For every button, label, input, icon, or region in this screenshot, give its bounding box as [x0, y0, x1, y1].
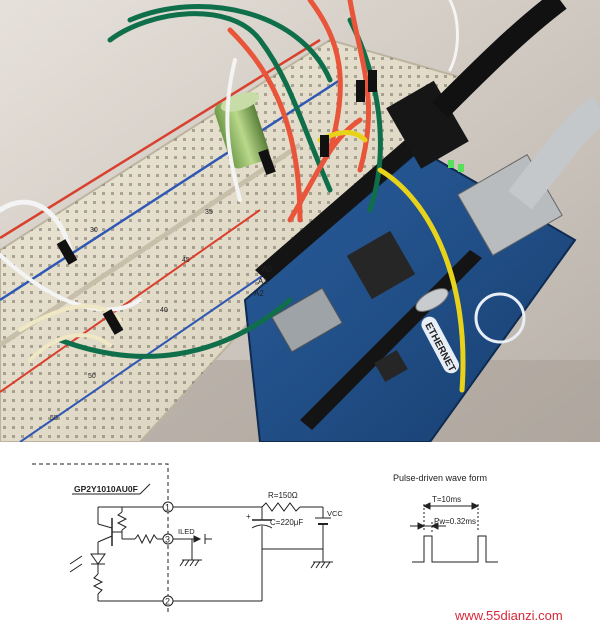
pin-1-label: 1 [165, 503, 170, 513]
watermark: www.55dianzi.com [454, 608, 563, 623]
wire-connector [320, 135, 329, 157]
resistor-value-label: R=150Ω [268, 491, 298, 500]
crystal [415, 288, 449, 312]
capacitor-plate-curved [251, 524, 273, 529]
wire-connector [356, 80, 365, 102]
waveform-title: Pulse-driven wave form [393, 473, 487, 483]
row-number: 40 [160, 307, 168, 314]
resistor-bottom [92, 573, 104, 595]
plus-sign: + [246, 512, 251, 521]
resistor-internal [116, 511, 128, 531]
status-led [458, 164, 464, 172]
ethernet-cable [508, 96, 600, 210]
row-number: 45 [182, 257, 190, 264]
resistor-r [261, 502, 301, 512]
mcu-chip [346, 230, 416, 300]
pin-label: A2 [254, 289, 264, 298]
wire-connector [368, 70, 377, 92]
small-chip [374, 349, 408, 383]
center-channel [0, 142, 302, 348]
row-number: 55 [50, 415, 58, 422]
pulse-waveform [412, 535, 498, 563]
vcc-label: VCC [327, 509, 343, 518]
resistor-led [134, 533, 158, 545]
rail-blue-line-2 [19, 249, 301, 442]
wire-connector [102, 309, 124, 335]
led-symbol [90, 553, 106, 565]
sensor-schematic: GP2Y1010AU0F 1 3 2 ILED R=150Ω C=220μF +… [0, 442, 600, 628]
pin-2-label: 2 [165, 597, 170, 607]
wire-connector [258, 149, 276, 175]
pin-label: A0 [262, 265, 272, 274]
sd-card-slot [271, 287, 343, 353]
wire-connector [56, 239, 78, 265]
power-jack [386, 80, 469, 169]
row-number: 35 [205, 209, 213, 216]
power-cable [432, 0, 567, 118]
breadboard-arduino-photo: 45 40 35 30 50 55 ETHERNET [0, 0, 600, 442]
pin-label: A1 [258, 277, 268, 286]
arduino-logo [474, 292, 526, 344]
part-label: GP2Y1010AU0F [74, 484, 138, 494]
rail-red-line-2 [0, 209, 261, 393]
capacitor-value-label: C=220μF [270, 518, 303, 527]
led-current-label: ILED [178, 527, 195, 536]
row-number: 50 [88, 373, 96, 380]
breadboard: 45 40 35 30 50 55 [0, 38, 472, 442]
period-label: T=10ms [432, 495, 461, 504]
pin-3-label: 3 [165, 535, 170, 545]
pulse-width-label: Pw=0.32ms [434, 517, 476, 526]
package-outline [32, 463, 169, 612]
jumper-wires [0, 0, 466, 393]
row-number: 30 [90, 227, 98, 234]
status-led [448, 160, 454, 168]
